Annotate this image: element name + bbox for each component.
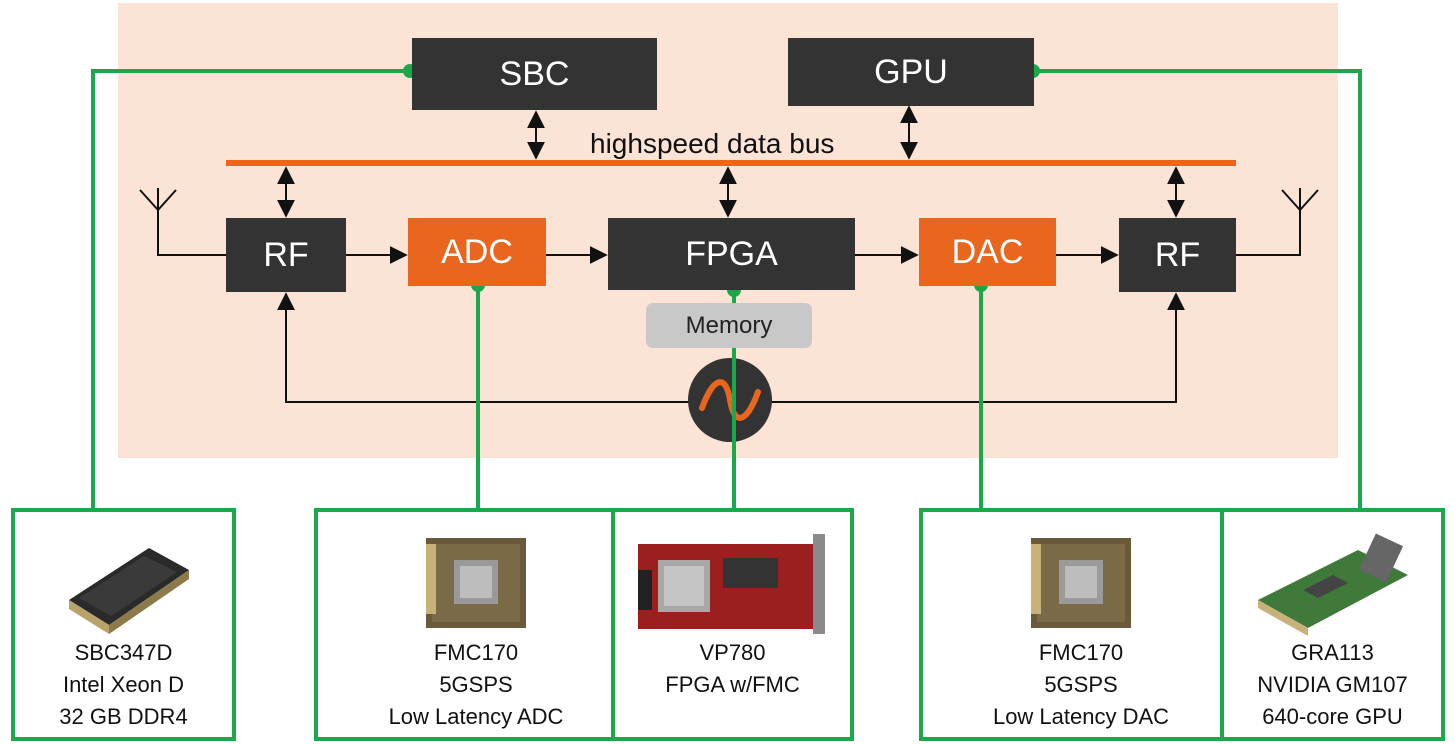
card-line: SBC347D xyxy=(74,640,173,665)
card-line: VP780 xyxy=(699,640,766,665)
antenna-icon xyxy=(1236,188,1319,256)
product-card-adc: FMC170 5GSPS Low Latency ADC xyxy=(314,508,638,741)
card-line: NVIDIA GM107 xyxy=(1257,672,1408,697)
card-line: 5GSPS xyxy=(439,672,513,697)
sbc-block: SBC xyxy=(412,38,657,110)
product-card-dac: FMC170 5GSPS Low Latency DAC xyxy=(919,508,1243,741)
fmc-board-photo xyxy=(1031,538,1131,628)
rf-input-block: RF xyxy=(226,218,346,292)
card-line: FMC170 xyxy=(1038,640,1124,665)
fmc-board-photo xyxy=(426,538,526,628)
card-line: 32 GB DDR4 xyxy=(59,704,188,729)
fpga-block: FPGA xyxy=(608,218,855,290)
memory-block: Memory xyxy=(646,303,812,348)
product-card-fpga: VP780 FPGA w/FMC xyxy=(611,508,854,741)
card-text: GRA113 NVIDIA GM107 640-core GPU xyxy=(1224,637,1441,733)
card-line: 640-core GPU xyxy=(1262,704,1403,729)
rf-output-block: RF xyxy=(1119,218,1236,292)
card-text: SBC347D Intel Xeon D 32 GB DDR4 xyxy=(15,637,232,733)
product-card-sbc: SBC347D Intel Xeon D 32 GB DDR4 xyxy=(11,508,236,741)
card-line: GRA113 xyxy=(1291,640,1374,665)
card-line: FPGA w/FMC xyxy=(665,672,800,697)
card-text: FMC170 5GSPS Low Latency DAC xyxy=(923,637,1239,733)
bus-label: highspeed data bus xyxy=(590,128,835,159)
signal-arrows xyxy=(277,246,1185,403)
card-line: Low Latency ADC xyxy=(388,704,564,729)
bus-arrows xyxy=(277,105,1185,218)
fpga-board-photo xyxy=(637,534,825,634)
card-line: Intel Xeon D xyxy=(62,672,185,697)
gpu-block: GPU xyxy=(788,38,1034,106)
card-line: 5GSPS xyxy=(1044,672,1118,697)
antenna-icon xyxy=(139,188,226,256)
adc-block: ADC xyxy=(408,218,546,286)
card-line: Low Latency DAC xyxy=(992,704,1170,729)
card-line: FMC170 xyxy=(433,640,519,665)
oscillator-icon xyxy=(688,358,772,442)
gpu-board-photo xyxy=(1257,533,1408,636)
sbc-board-photo xyxy=(68,548,189,634)
card-text: FMC170 5GSPS Low Latency ADC xyxy=(318,637,634,733)
product-card-gpu: GRA113 NVIDIA GM107 640-core GPU xyxy=(1220,508,1445,741)
card-text: VP780 FPGA w/FMC xyxy=(615,637,850,701)
dac-block: DAC xyxy=(919,218,1056,286)
